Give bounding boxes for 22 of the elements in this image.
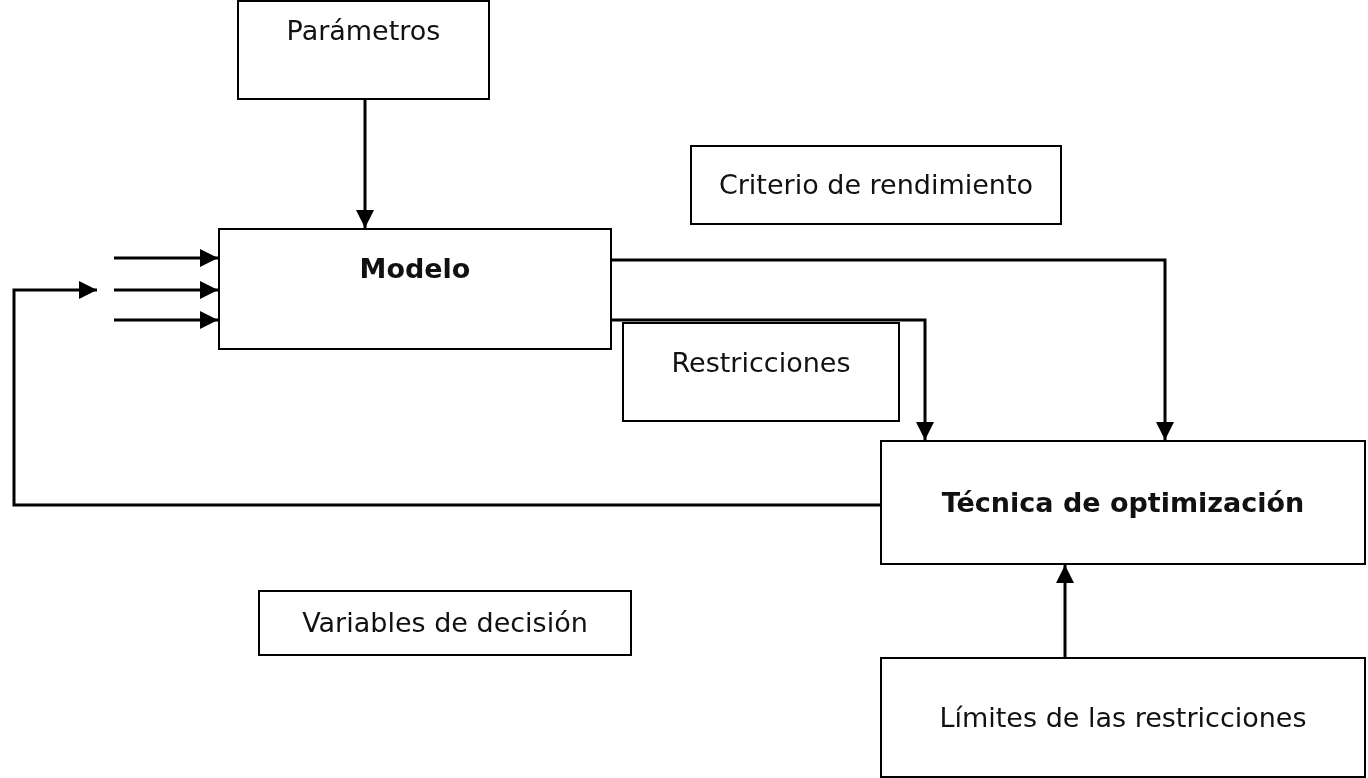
arrow	[356, 100, 374, 228]
arrow	[114, 281, 218, 299]
box-label: Límites de las restricciones	[939, 700, 1307, 735]
arrow	[114, 311, 218, 329]
process-box	[622, 322, 900, 422]
box-label: Parámetros	[286, 14, 441, 48]
box-label: Técnica de optimización	[941, 485, 1305, 520]
process-box	[237, 0, 490, 100]
arrow	[612, 318, 934, 440]
arrow	[12, 281, 880, 507]
process-box	[258, 590, 632, 656]
box-label: Variables de decisión	[302, 606, 588, 640]
box-label: Criterio de rendimiento	[718, 168, 1034, 202]
process-box	[880, 657, 1366, 778]
box-label: Restricciones	[671, 346, 851, 380]
process-box	[218, 228, 612, 350]
process-box	[880, 440, 1366, 565]
box-label: Modelo	[359, 252, 471, 286]
arrow	[612, 258, 1174, 440]
process-box	[690, 145, 1062, 225]
arrow	[1056, 565, 1074, 657]
arrow	[114, 249, 218, 267]
